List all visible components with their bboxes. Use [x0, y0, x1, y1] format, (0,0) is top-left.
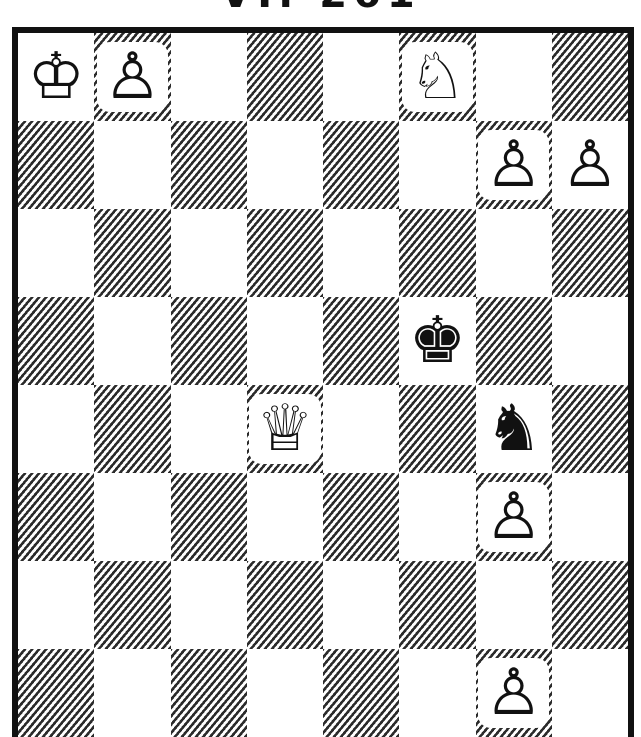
square-c2[interactable]: [171, 561, 247, 649]
square-e4[interactable]: [323, 385, 399, 473]
square-b1[interactable]: [94, 649, 170, 737]
square-d3[interactable]: [247, 473, 323, 561]
square-g2[interactable]: [476, 561, 552, 649]
black-knight-icon[interactable]: ♞: [481, 397, 546, 461]
square-a6[interactable]: [18, 209, 94, 297]
square-h8[interactable]: [552, 33, 628, 121]
square-f4[interactable]: [399, 385, 475, 473]
square-h7[interactable]: ♙: [552, 121, 628, 209]
white-pawn-icon[interactable]: ♙: [481, 133, 546, 197]
square-b2[interactable]: [94, 561, 170, 649]
square-a5[interactable]: [18, 297, 94, 385]
square-d1[interactable]: [247, 649, 323, 737]
square-f2[interactable]: [399, 561, 475, 649]
square-c1[interactable]: [171, 649, 247, 737]
square-f7[interactable]: [399, 121, 475, 209]
square-e7[interactable]: [323, 121, 399, 209]
square-b5[interactable]: [94, 297, 170, 385]
square-d2[interactable]: [247, 561, 323, 649]
square-a4[interactable]: [18, 385, 94, 473]
square-b8[interactable]: ♙: [94, 33, 170, 121]
square-f6[interactable]: [399, 209, 475, 297]
square-e3[interactable]: [323, 473, 399, 561]
diagram-caption: VI. 261: [0, 0, 641, 14]
square-e1[interactable]: [323, 649, 399, 737]
square-d6[interactable]: [247, 209, 323, 297]
square-d7[interactable]: [247, 121, 323, 209]
square-f8[interactable]: ♘: [399, 33, 475, 121]
white-pawn-icon[interactable]: ♙: [481, 485, 546, 549]
square-h5[interactable]: [552, 297, 628, 385]
white-pawn-icon[interactable]: ♙: [557, 133, 622, 197]
square-e6[interactable]: [323, 209, 399, 297]
square-a2[interactable]: [18, 561, 94, 649]
white-pawn-icon[interactable]: ♙: [100, 45, 165, 109]
square-h3[interactable]: [552, 473, 628, 561]
square-f5[interactable]: ♚: [399, 297, 475, 385]
square-a3[interactable]: [18, 473, 94, 561]
square-g4[interactable]: ♞: [476, 385, 552, 473]
square-c3[interactable]: [171, 473, 247, 561]
square-c7[interactable]: [171, 121, 247, 209]
square-g5[interactable]: [476, 297, 552, 385]
square-e8[interactable]: [323, 33, 399, 121]
square-b7[interactable]: [94, 121, 170, 209]
square-g1[interactable]: ♙: [476, 649, 552, 737]
square-b6[interactable]: [94, 209, 170, 297]
white-pawn-icon[interactable]: ♙: [481, 661, 546, 725]
white-queen-icon[interactable]: ♕: [252, 397, 317, 461]
square-a7[interactable]: [18, 121, 94, 209]
square-g8[interactable]: [476, 33, 552, 121]
chessboard: ♔♙♘♙♙♚♕♞♙♙: [18, 33, 628, 737]
square-g6[interactable]: [476, 209, 552, 297]
square-h6[interactable]: [552, 209, 628, 297]
square-e2[interactable]: [323, 561, 399, 649]
square-b4[interactable]: [94, 385, 170, 473]
square-c4[interactable]: [171, 385, 247, 473]
square-f3[interactable]: [399, 473, 475, 561]
square-f1[interactable]: [399, 649, 475, 737]
black-king-icon[interactable]: ♚: [405, 309, 470, 373]
white-king-icon[interactable]: ♔: [23, 45, 88, 109]
square-b3[interactable]: [94, 473, 170, 561]
square-c5[interactable]: [171, 297, 247, 385]
square-e5[interactable]: [323, 297, 399, 385]
white-knight-icon[interactable]: ♘: [405, 45, 470, 109]
square-d4[interactable]: ♕: [247, 385, 323, 473]
square-a1[interactable]: [18, 649, 94, 737]
square-d8[interactable]: [247, 33, 323, 121]
square-h2[interactable]: [552, 561, 628, 649]
square-c6[interactable]: [171, 209, 247, 297]
square-c8[interactable]: [171, 33, 247, 121]
square-h1[interactable]: [552, 649, 628, 737]
square-h4[interactable]: [552, 385, 628, 473]
square-a8[interactable]: ♔: [18, 33, 94, 121]
square-g7[interactable]: ♙: [476, 121, 552, 209]
square-d5[interactable]: [247, 297, 323, 385]
square-g3[interactable]: ♙: [476, 473, 552, 561]
